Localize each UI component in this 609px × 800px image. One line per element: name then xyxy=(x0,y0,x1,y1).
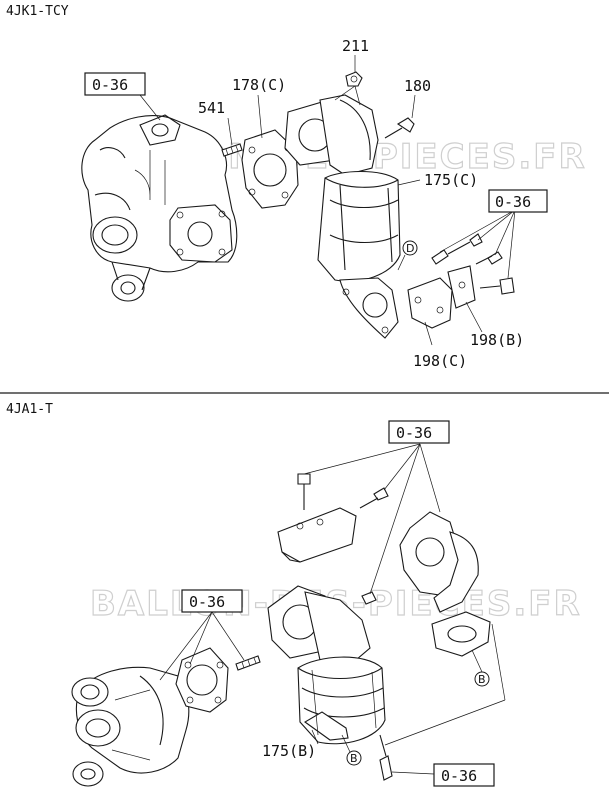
section-title-bottom: 4JA1-T xyxy=(6,402,53,417)
svg-text:0-36: 0-36 xyxy=(495,193,531,211)
ref-box-0-36-bottom-left: 0-36 xyxy=(181,589,243,613)
label-175b: 175(B) xyxy=(262,742,316,760)
heat-shield-bracket xyxy=(277,507,357,563)
svg-text:0-36: 0-36 xyxy=(92,76,128,94)
callout-d: D xyxy=(402,240,418,256)
leader-lines-bottom xyxy=(159,443,506,775)
bolt-180 xyxy=(384,117,415,139)
svg-text:B: B xyxy=(478,673,486,686)
catalytic-converter-175c xyxy=(284,94,401,339)
label-180: 180 xyxy=(404,77,431,95)
nut-211 xyxy=(345,71,363,87)
ref-box-0-36-bottom-bottom: 0-36 xyxy=(433,763,495,787)
bolts-0-36-bottom xyxy=(297,473,393,781)
callout-b-lower: B xyxy=(346,750,362,766)
svg-text:0-36: 0-36 xyxy=(189,593,225,611)
bracket-198c xyxy=(407,277,453,329)
label-178c: 178(C) xyxy=(232,76,286,94)
bolts-0-36-top xyxy=(431,233,515,295)
svg-text:B: B xyxy=(350,752,358,765)
catalytic-converter-175b xyxy=(267,585,386,745)
gasket-178c xyxy=(241,129,299,209)
label-541: 541 xyxy=(198,99,225,117)
label-211: 211 xyxy=(342,37,369,55)
stud-541 xyxy=(221,143,243,157)
label-175c: 175(C) xyxy=(424,171,478,189)
ref-box-0-36-top-right: 0-36 xyxy=(488,189,548,213)
leader-lines-top xyxy=(139,55,516,346)
ref-box-0-36-bottom-top: 0-36 xyxy=(388,420,450,444)
label-198c: 198(C) xyxy=(413,352,467,370)
exhaust-pipe-flange xyxy=(399,511,491,657)
gasket-bottom-left xyxy=(175,647,229,713)
svg-text:0-36: 0-36 xyxy=(396,424,432,442)
bracket-198b xyxy=(447,265,476,309)
ref-box-0-36-top-left: 0-36 xyxy=(84,72,146,96)
stud-bottom xyxy=(235,655,261,671)
callout-b-right: B xyxy=(474,671,490,687)
section-title-top: 4JK1-TCY xyxy=(6,4,69,19)
svg-text:0-36: 0-36 xyxy=(441,767,477,785)
label-198b: 198(B) xyxy=(470,331,524,349)
turbocharger-top xyxy=(81,114,238,302)
svg-text:D: D xyxy=(406,242,414,255)
turbocharger-bottom xyxy=(71,666,190,787)
